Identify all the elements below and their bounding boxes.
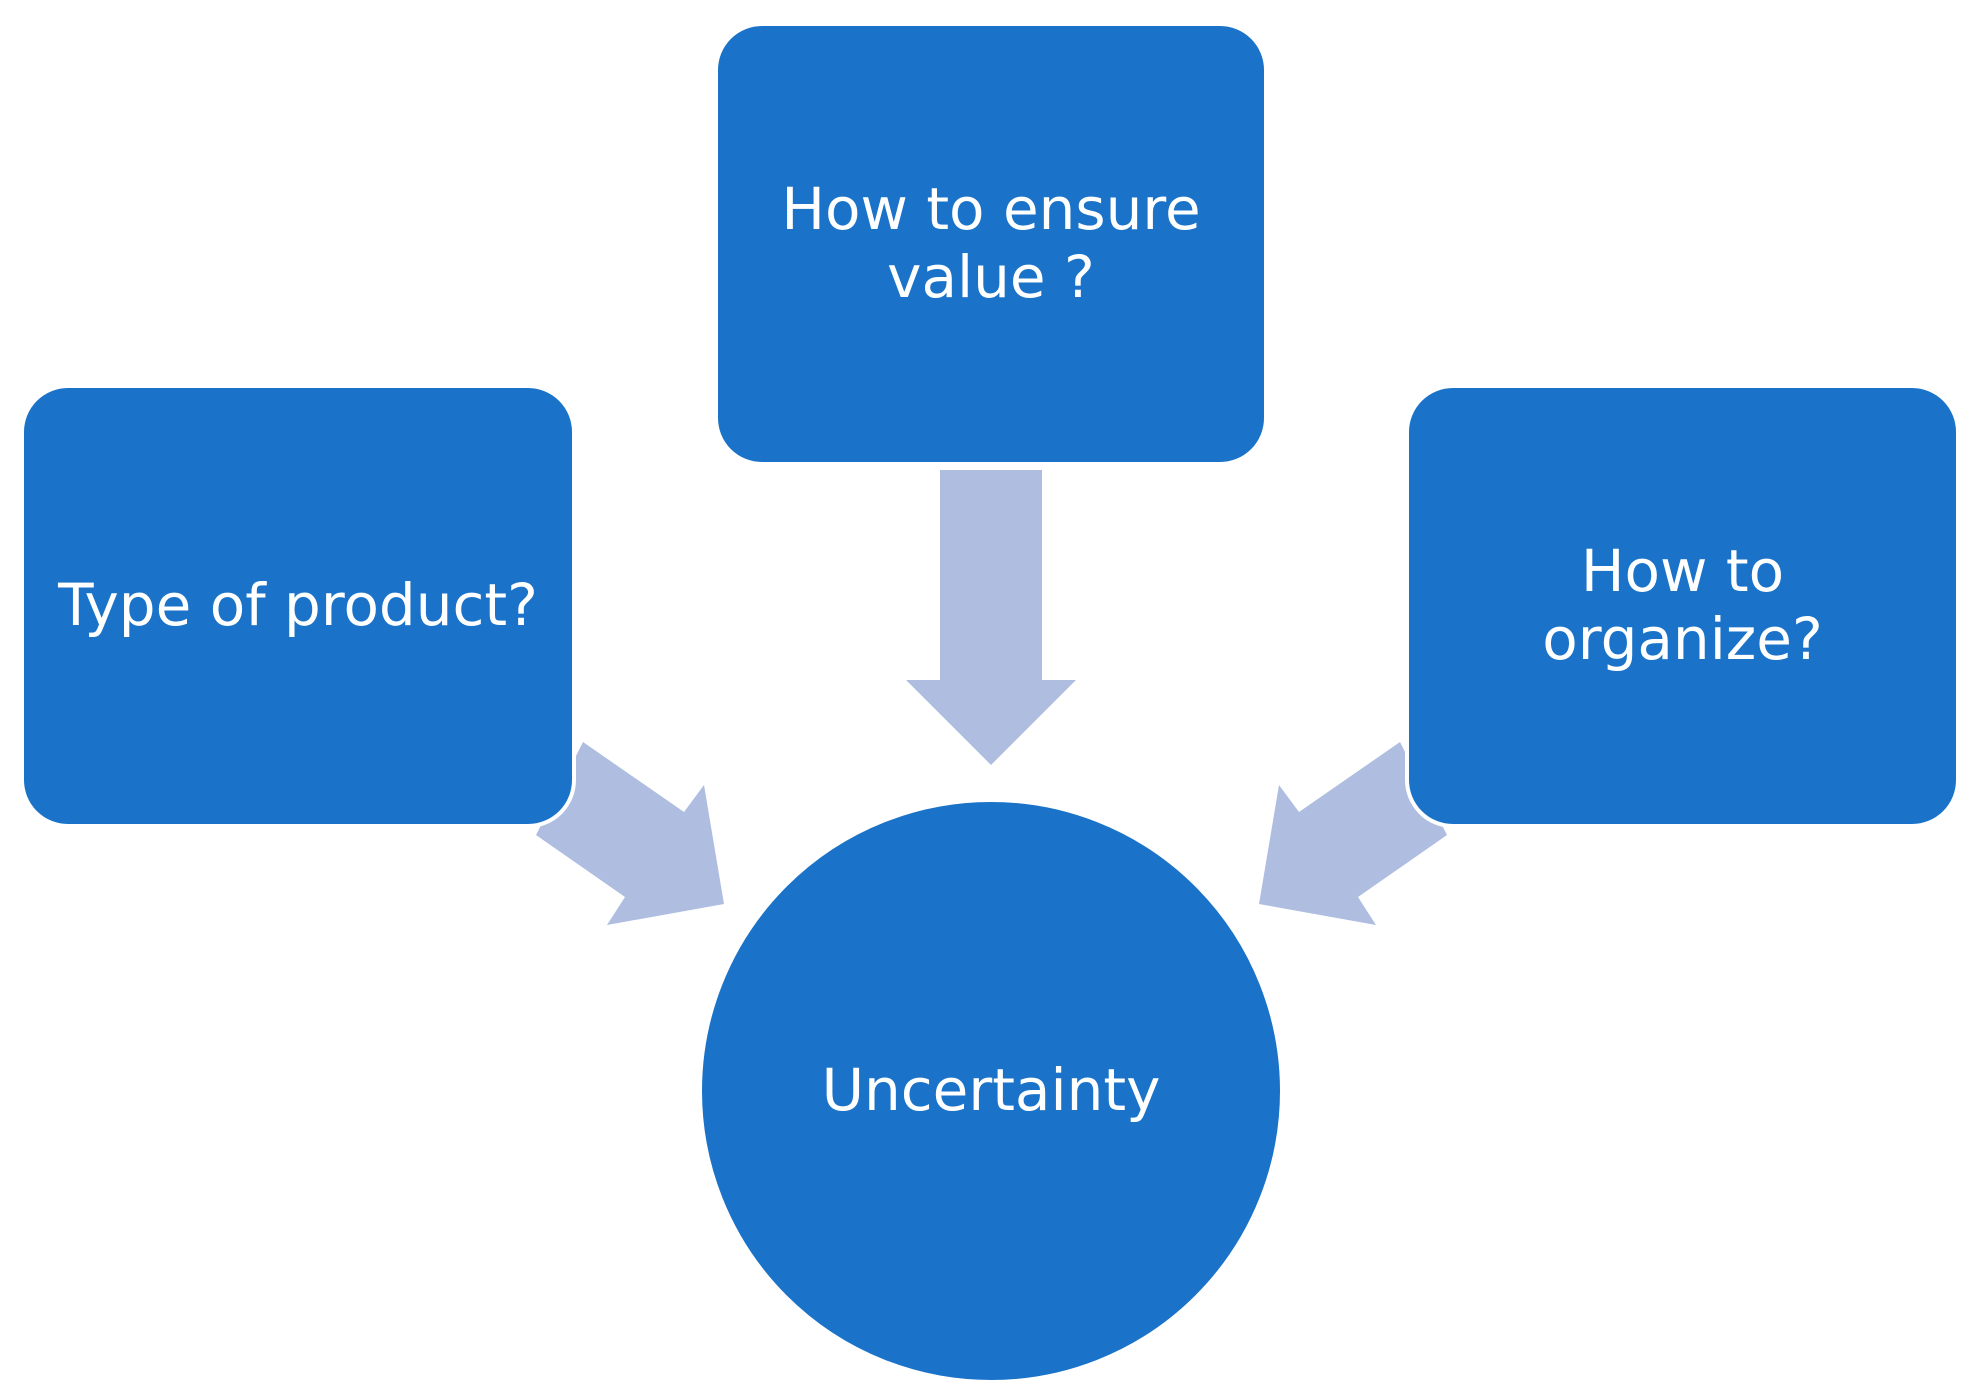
node-label-line-2: value ? — [887, 243, 1095, 311]
arrow-down-left — [1259, 742, 1447, 925]
node-type-of-product: Type of product? — [20, 384, 576, 828]
node-type-of-product-label: Type of product? — [58, 571, 538, 640]
node-uncertainty: Uncertainty — [698, 798, 1284, 1384]
node-how-to-organize-label: How to organize? — [1542, 537, 1823, 673]
node-how-to-ensure-value-label: How to ensure value ? — [781, 175, 1201, 312]
node-how-to-ensure-value: How to ensure value ? — [714, 22, 1268, 466]
arrow-down-right — [536, 742, 724, 925]
node-how-to-organize: How to organize? — [1405, 384, 1960, 828]
arrow-down — [906, 470, 1076, 765]
node-label-line-1: How to ensure — [781, 175, 1201, 244]
node-uncertainty-label: Uncertainty — [821, 1056, 1161, 1125]
